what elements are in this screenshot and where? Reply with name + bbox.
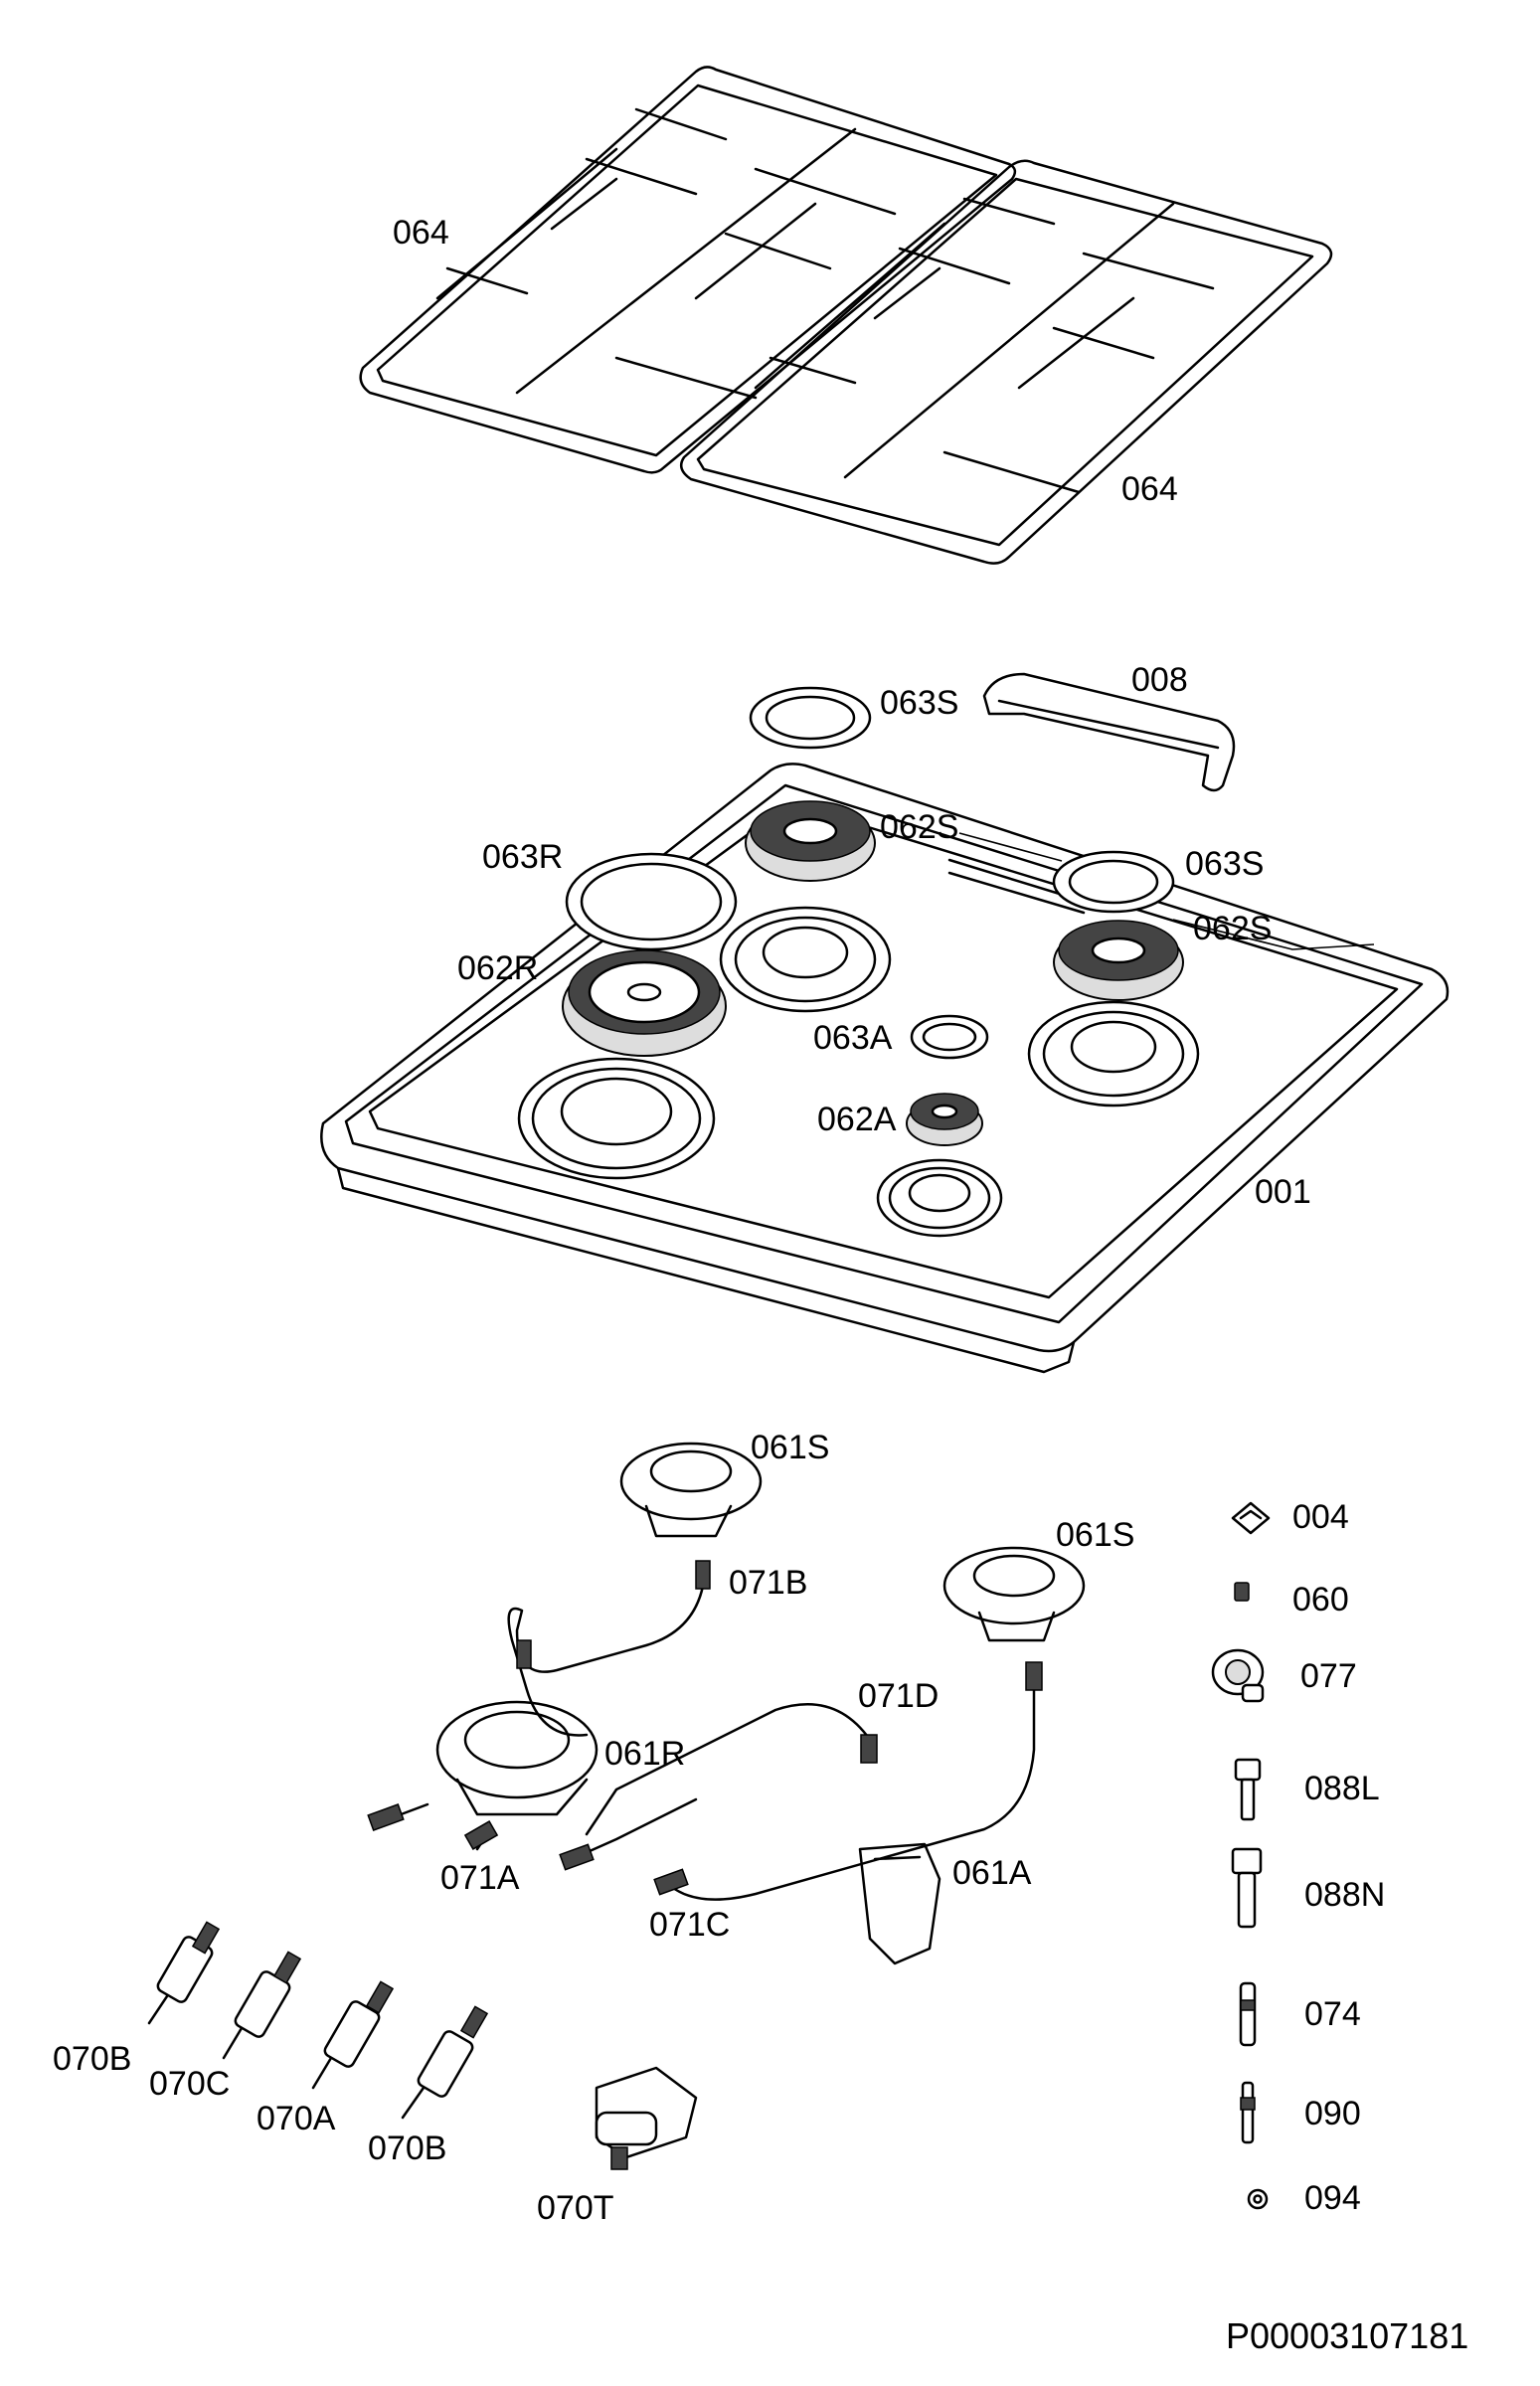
label-valve-070a: 070A [257,2100,336,2137]
label-cooktop-001: 001 [1255,1173,1311,1211]
cap-063s-right [1052,850,1175,914]
label-cap-063s-top: 063S [880,684,958,722]
part-074 [1239,1981,1257,2047]
label-burner-061r: 061R [604,1735,685,1773]
cap-063a [910,1014,989,1060]
label-cap-063r: 063R [482,838,563,876]
label-head-062s-top: 062S [880,808,958,846]
head-062r [562,949,727,1057]
burner-061s-top [619,1442,763,1538]
label-part-077: 077 [1300,1657,1357,1695]
label-valve-070b-1: 070B [53,2040,131,2078]
label-part-090: 090 [1304,2095,1361,2132]
head-062s-top [745,800,876,882]
label-head-062a: 062A [817,1101,897,1138]
part-094 [1247,2188,1269,2210]
valve-070b-2 [401,2005,489,2120]
part-090 [1240,2081,1256,2144]
valve-070c [222,1951,302,2060]
part-060 [1234,1582,1250,1602]
part-077 [1211,1648,1265,1703]
label-valve-070t: 070T [537,2189,614,2227]
label-part-060: 060 [1292,1581,1349,1619]
burner-well-rear-left [719,906,892,1013]
burner-061s-right [942,1546,1086,1642]
label-pipe-071b: 071B [729,1564,807,1602]
label-valve-070b-2: 070B [368,2130,446,2167]
label-part-004: 004 [1292,1498,1349,1536]
leader-lines [958,832,1375,950]
pipe-071d [585,1703,878,1836]
valve-070t [595,2066,698,2170]
grate-right [679,159,1333,565]
label-grate-left: 064 [393,214,449,252]
handle-008 [982,672,1236,792]
label-part-088n: 088N [1304,1876,1385,1914]
part-004 [1231,1501,1271,1535]
label-pipe-071c: 071C [649,1906,730,1944]
grate-left [359,66,1017,474]
label-cap-063s-right: 063S [1185,845,1264,883]
part-088l [1234,1758,1262,1821]
label-head-062s-right: 062S [1193,910,1272,947]
label-valve-070c: 070C [149,2065,230,2103]
label-burner-061a: 061A [952,1854,1032,1892]
valve-070a [311,1980,395,2090]
cap-063r [565,852,738,951]
label-pipe-071d: 071D [858,1677,939,1715]
burner-well-front-left [517,1057,716,1180]
head-062s-right [1053,920,1184,1001]
label-grate-right: 064 [1121,470,1178,508]
pipe-071a [367,1802,499,1851]
label-handle-008: 008 [1131,661,1188,699]
label-burner-061s-top: 061S [751,1429,829,1466]
label-part-094: 094 [1304,2179,1361,2217]
document-code: P00003107181 [1226,2315,1468,2356]
label-burner-061s-right: 061S [1056,1516,1134,1554]
label-head-062r: 062R [457,949,538,987]
label-pipe-071a: 071A [440,1859,520,1897]
label-cap-063a: 063A [813,1019,893,1057]
label-part-074: 074 [1304,1995,1361,2033]
pipe-071b [507,1560,711,1737]
cap-063s-top [749,686,872,750]
pipe-071c [559,1661,1043,1901]
burner-well-rear-right [1027,1000,1200,1108]
valve-070b-1 [147,1921,221,2025]
head-062a [906,1093,983,1146]
part-088n [1231,1847,1263,1929]
label-part-088l: 088L [1304,1770,1380,1807]
burner-well-front-right [876,1158,1003,1238]
burner-061r [435,1700,599,1816]
